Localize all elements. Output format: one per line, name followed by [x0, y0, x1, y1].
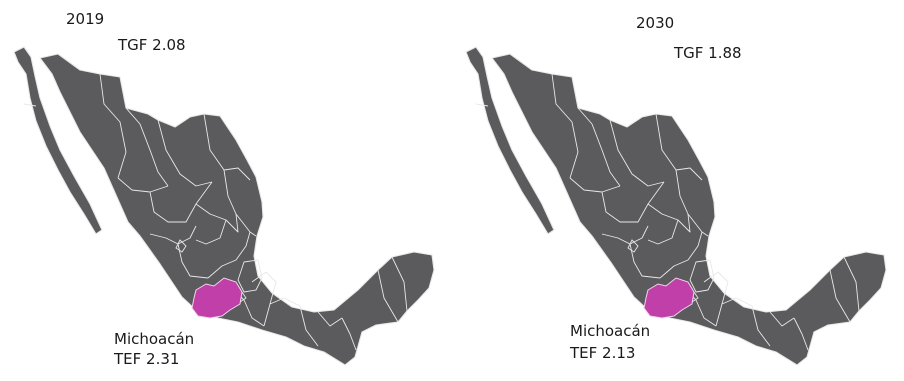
michoacan-highlight-2019 — [191, 277, 243, 319]
state-name-label: Michoacán — [570, 322, 651, 340]
national-rate-label: TGF 1.88 — [674, 44, 742, 62]
map-panel-2030: 2030 TGF 1.88 Michoacán TEF 2.13 — [452, 0, 904, 381]
state-rate-label: TEF 2.13 — [570, 344, 636, 362]
year-label: 2019 — [66, 10, 105, 28]
michoacan-highlight-2030 — [643, 277, 695, 319]
state-name-label: Michoacán — [114, 330, 195, 348]
map-panel-2019: 2019 TGF 2.08 Michoacán TEF 2.31 — [13, 10, 435, 368]
mexico-map-2019 — [13, 46, 435, 366]
year-label: 2030 — [636, 14, 675, 32]
mexico-map-2030 — [465, 46, 887, 366]
state-rate-label: TEF 2.31 — [114, 350, 180, 368]
national-rate-label: TGF 2.08 — [118, 36, 186, 54]
